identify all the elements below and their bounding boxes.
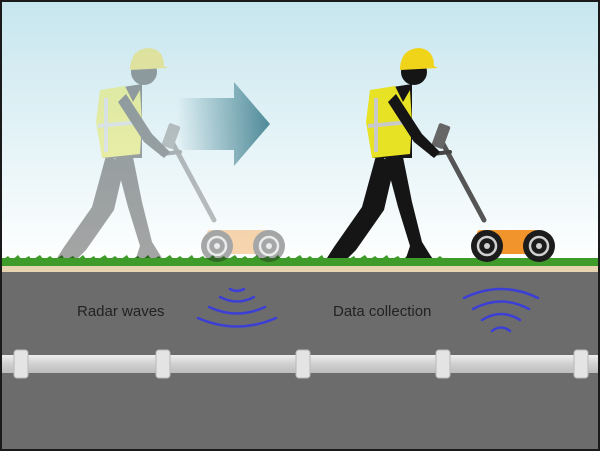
underground-pipe bbox=[2, 349, 598, 379]
right-arrow-icon bbox=[177, 82, 270, 166]
soil-strip bbox=[2, 264, 598, 272]
radar-wave-icon bbox=[196, 287, 278, 328]
data-collection-label: Data collection bbox=[333, 303, 432, 320]
radar-waves-label: Radar waves bbox=[77, 303, 165, 320]
grass bbox=[2, 258, 598, 266]
data-wave-icon bbox=[462, 287, 540, 333]
